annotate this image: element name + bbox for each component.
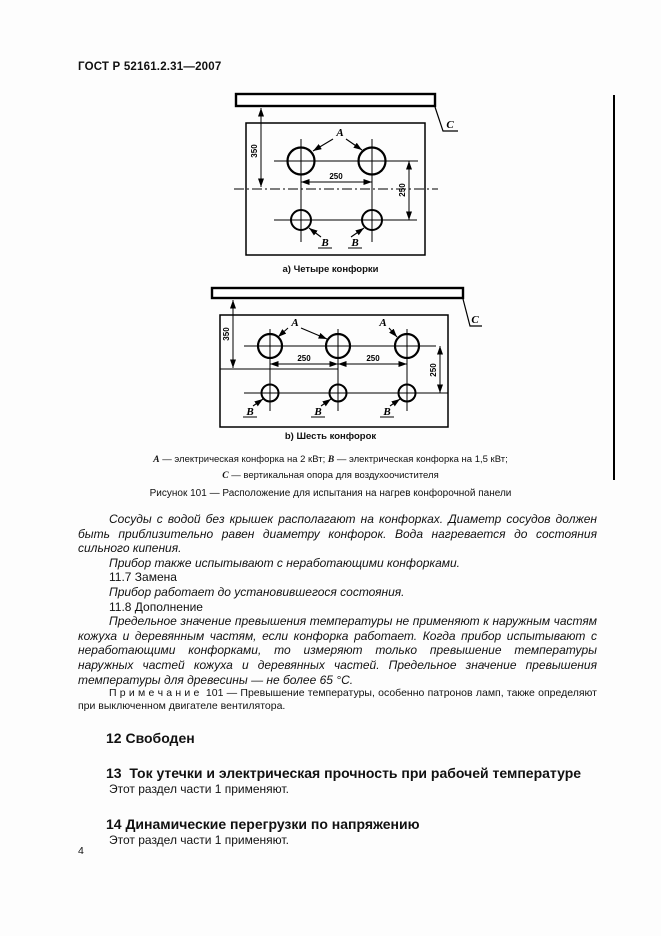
document-number: ГОСТ Р 52161.2.31—2007: [78, 61, 222, 73]
label-b: B: [245, 406, 253, 418]
change-bar: [613, 95, 615, 480]
legend-line-2: С — вертикальная опора для воздухоочисти…: [0, 468, 661, 484]
support-label: C: [471, 314, 479, 326]
page-number: 4: [78, 845, 84, 857]
dim-depth: 350: [222, 327, 231, 341]
label-b: B: [382, 406, 390, 418]
legend-letter-b: В: [327, 455, 335, 465]
dim-height: 250: [429, 363, 438, 377]
section-14-body: Этот раздел части 1 применяют.: [109, 833, 289, 848]
legend-letter-c: С: [222, 471, 229, 481]
figure-legend: А — электрическая конфорка на 2 кВт; В —…: [0, 452, 661, 484]
dim-width: 250: [329, 172, 343, 181]
paragraph-idle-test: Прибор также испытывают с неработающими …: [109, 555, 460, 570]
note-101: П р и м е ч а н и е 101 — Превышение тем…: [78, 687, 600, 713]
burner-crosshairs: [274, 139, 418, 242]
label-a: A: [290, 317, 298, 329]
legend-text-b: — электрическая конфорка на 1,5 кВт;: [334, 454, 508, 465]
hob-panel: [234, 122, 438, 256]
support-label: C: [446, 119, 454, 131]
legend-text-a: — электрическая конфорка на 2 кВт;: [159, 454, 328, 465]
clause-11-7: 11.7 Замена: [109, 570, 177, 585]
label-a: A: [378, 317, 386, 329]
paragraph-vessels: Сосуды с водой без крышек располагают на…: [78, 512, 597, 556]
burner-circles: [256, 332, 421, 403]
legend-text-c: — вертикальная опора для воздухоочистите…: [228, 470, 439, 481]
hob-panel: [219, 314, 449, 428]
body-text: Сосуды с водой без крышек располагают на…: [78, 512, 597, 848]
dimensions: 350 250 250 250: [222, 300, 443, 393]
burner-circles: [286, 146, 387, 231]
section-12-title: 12 Свободен: [106, 729, 195, 746]
paragraph-temperature-limit: Предельное значение превышения температу…: [78, 614, 597, 687]
label-a: A: [335, 127, 343, 139]
dim-width-2: 250: [366, 354, 380, 363]
section-13-body: Этот раздел части 1 применяют.: [109, 781, 289, 796]
support-bar: C: [210, 286, 482, 327]
burner-labels: A B B: [308, 127, 365, 249]
paragraph-steady-state: Прибор работает до установившегося состо…: [109, 584, 405, 599]
dimensions: 350 250 250: [250, 108, 412, 220]
subfigure-b-caption: b) Шесть конфорок: [284, 431, 377, 442]
dim-width-1: 250: [297, 354, 311, 363]
section-13-title: 13 Ток утечки и электрическая прочность …: [106, 764, 582, 781]
diagram-four-burners: C 350 250 250 A B B: [234, 92, 458, 256]
dim-height: 250: [398, 183, 407, 197]
legend-letter-a: А: [153, 455, 160, 465]
diagram-six-burners: C 350 250 250 250 A A B: [210, 286, 482, 428]
legend-line-1: А — электрическая конфорка на 2 кВт; В —…: [0, 452, 661, 468]
clause-11-8: 11.8 Дополнение: [109, 599, 203, 614]
dim-depth: 350: [250, 144, 259, 158]
label-b: B: [313, 406, 321, 418]
support-bar: C: [234, 92, 458, 132]
subfigure-a-caption: а) Четыре конфорки: [282, 264, 379, 275]
label-b: B: [350, 237, 358, 249]
section-14-title: 14 Динамические перегрузки по напряжению: [106, 816, 420, 833]
figure-caption: Рисунок 101 — Расположение для испытания…: [149, 488, 512, 499]
label-b: B: [320, 237, 328, 249]
burner-labels: A A B B B: [243, 317, 401, 418]
